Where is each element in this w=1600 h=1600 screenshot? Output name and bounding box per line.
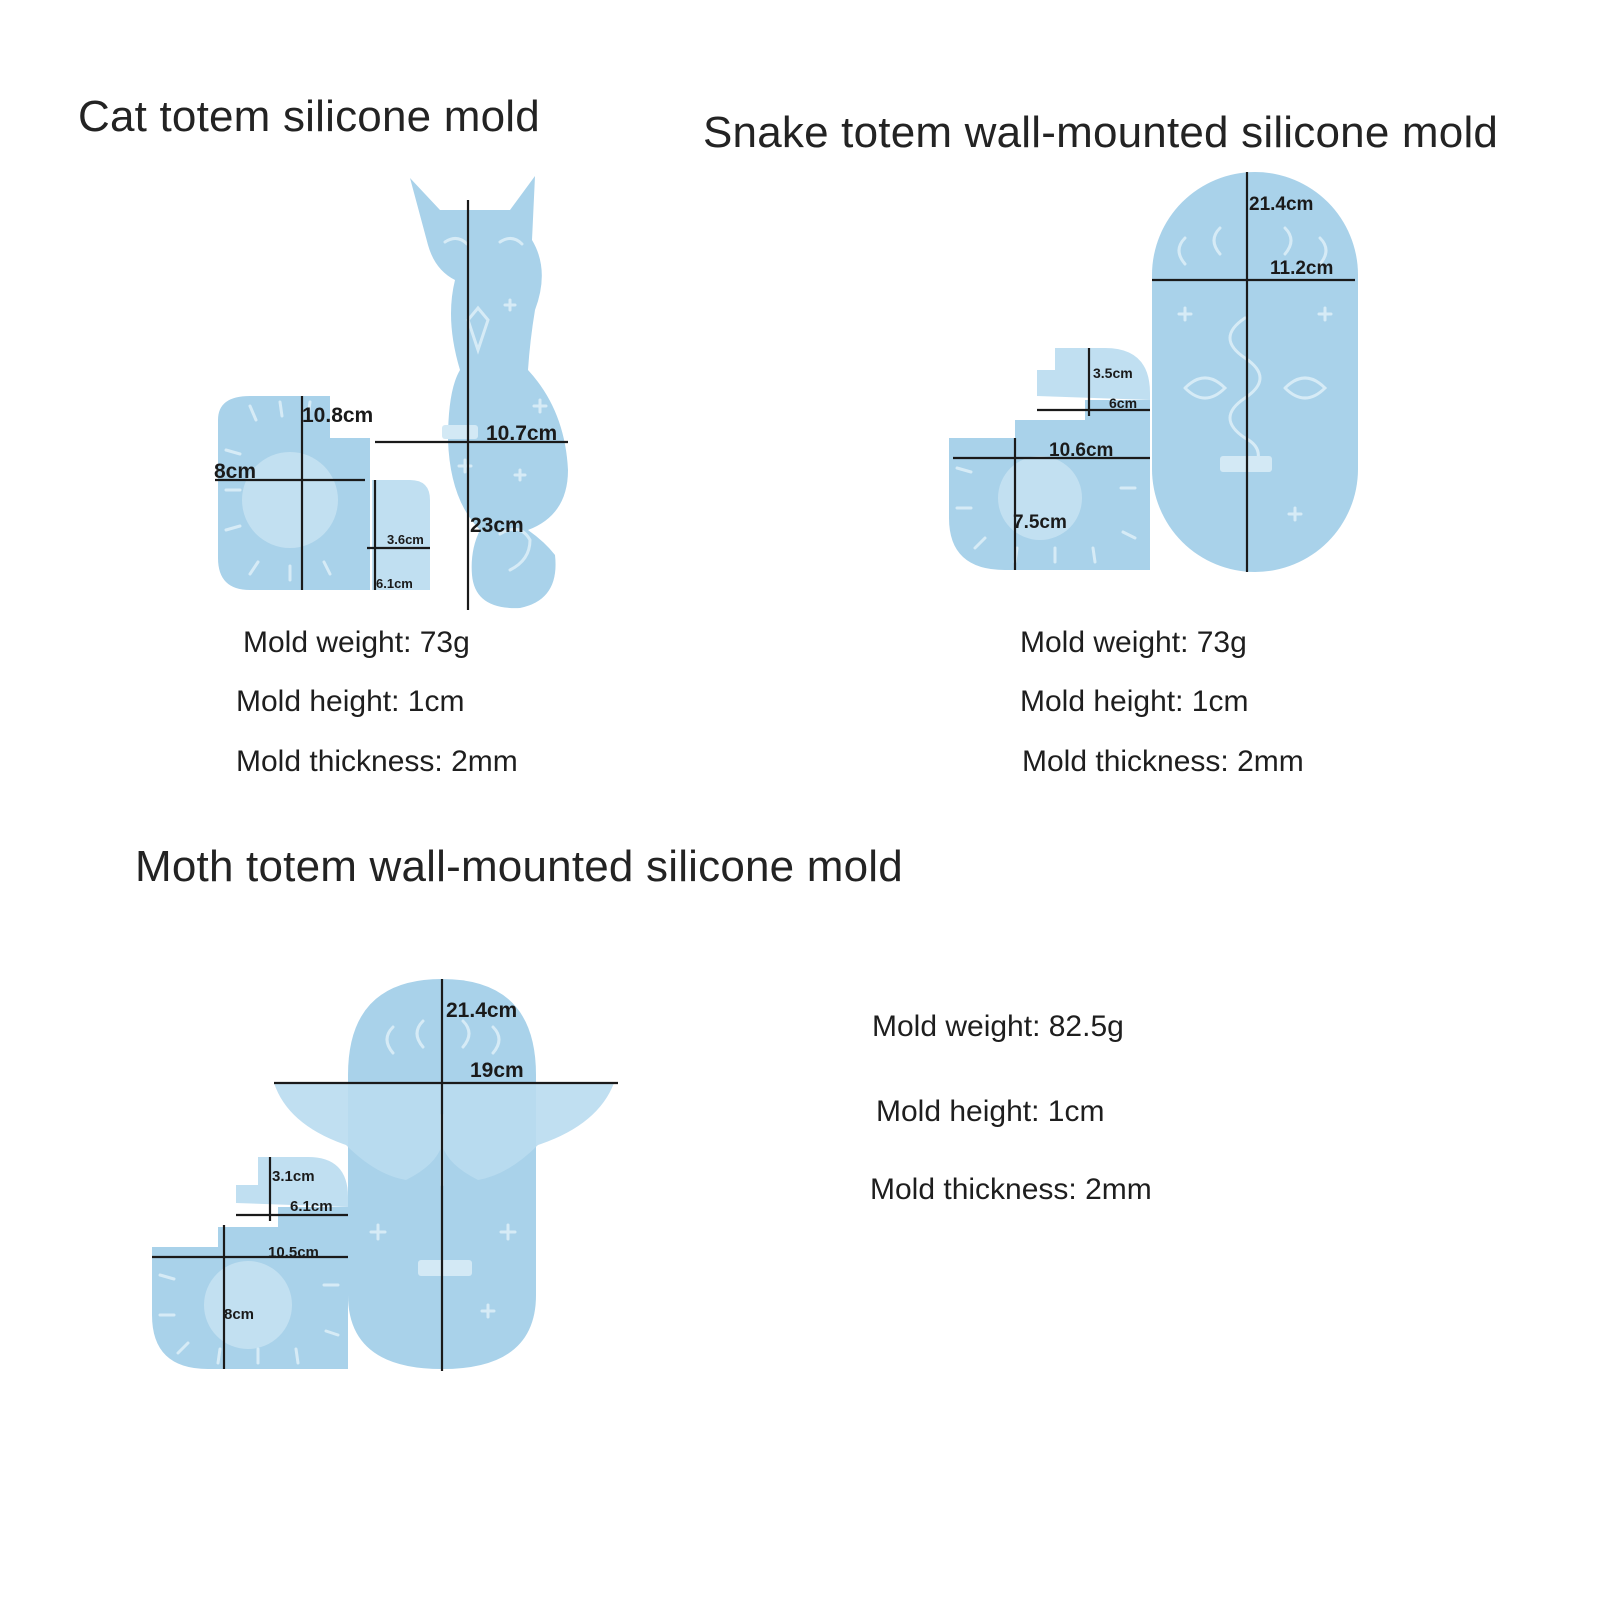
- cat-body-shape: [410, 176, 568, 609]
- snake-oval-width-label: 11.2cm: [1270, 258, 1333, 279]
- cat-tray-width-label: 10.8cm: [302, 404, 373, 427]
- snake-stand-height-label: 6cm: [1109, 395, 1137, 411]
- moth-mold-title: Moth totem wall-mounted silicone mold: [135, 842, 903, 891]
- cat-thickness-spec: Mold thickness: 2mm: [236, 745, 518, 778]
- moth-stand-width-label: 3.1cm: [272, 1168, 315, 1185]
- cat-tray-height-label: 8cm: [214, 460, 256, 483]
- cat-body-decorations: [443, 237, 548, 572]
- moth-tray-notches: [158, 1273, 340, 1365]
- snake-tray-recess: [998, 456, 1082, 540]
- snake-mold-title: Snake totem wall-mounted silicone mold: [703, 108, 1499, 157]
- snake-height-spec: Mold height: 1cm: [1020, 685, 1249, 718]
- moth-tray-height-label: 8cm: [224, 1306, 254, 1323]
- moth-wings-shape: [274, 1083, 614, 1180]
- cat-height-spec: Mold height: 1cm: [236, 685, 465, 718]
- cat-stand-width-label: 3.6cm: [387, 532, 424, 547]
- moth-tray-width-label: 10.5cm: [268, 1244, 319, 1261]
- cat-stand-shape: [372, 480, 430, 590]
- snake-oval-decorations: [1177, 226, 1333, 522]
- snake-stand-shape: [1037, 348, 1150, 400]
- cat-stand-height-label: 6.1cm: [376, 576, 413, 591]
- snake-oval-height-label: 21.4cm: [1249, 194, 1313, 215]
- moth-hanging-slot: [418, 1260, 472, 1276]
- moth-weight-spec: Mold weight: 82.5g: [872, 1010, 1124, 1043]
- cat-mold-illustration: 10.8cm 8cm 10.7cm 23cm 3.6cm 6.1cm: [214, 176, 568, 610]
- cat-body-width-label: 10.7cm: [486, 422, 557, 445]
- snake-tray-notches: [955, 466, 1137, 564]
- moth-wing-width-label: 19cm: [470, 1059, 524, 1082]
- moth-tray-recess: [204, 1261, 292, 1349]
- cat-weight-spec: Mold weight: 73g: [243, 626, 470, 659]
- moth-thickness-spec: Mold thickness: 2mm: [870, 1173, 1152, 1206]
- snake-weight-spec: Mold weight: 73g: [1020, 626, 1247, 659]
- snake-thickness-spec: Mold thickness: 2mm: [1022, 745, 1304, 778]
- moth-arch-height-label: 21.4cm: [446, 999, 517, 1022]
- snake-oval-shape: [1152, 172, 1358, 572]
- cat-tray-notches: [224, 400, 332, 582]
- moth-stand-height-label: 6.1cm: [290, 1198, 333, 1215]
- snake-tray-height-label: 7.5cm: [1013, 512, 1067, 533]
- cat-hanging-slot: [442, 425, 478, 439]
- moth-height-spec: Mold height: 1cm: [876, 1095, 1105, 1128]
- moth-stand-shape: [236, 1157, 348, 1207]
- snake-mold-illustration: 21.4cm 11.2cm 3.5cm 6cm 10.6cm 7.5cm: [949, 172, 1358, 572]
- moth-mold-illustration: 21.4cm 19cm 3.1cm 6.1cm 10.5cm 8cm: [152, 979, 618, 1371]
- snake-stand-width-label: 3.5cm: [1093, 365, 1133, 381]
- snake-tray-width-label: 10.6cm: [1049, 440, 1113, 461]
- cat-mold-title: Cat totem silicone mold: [78, 92, 540, 141]
- cat-body-height-label: 23cm: [470, 514, 524, 537]
- cat-tray-recess: [242, 452, 338, 548]
